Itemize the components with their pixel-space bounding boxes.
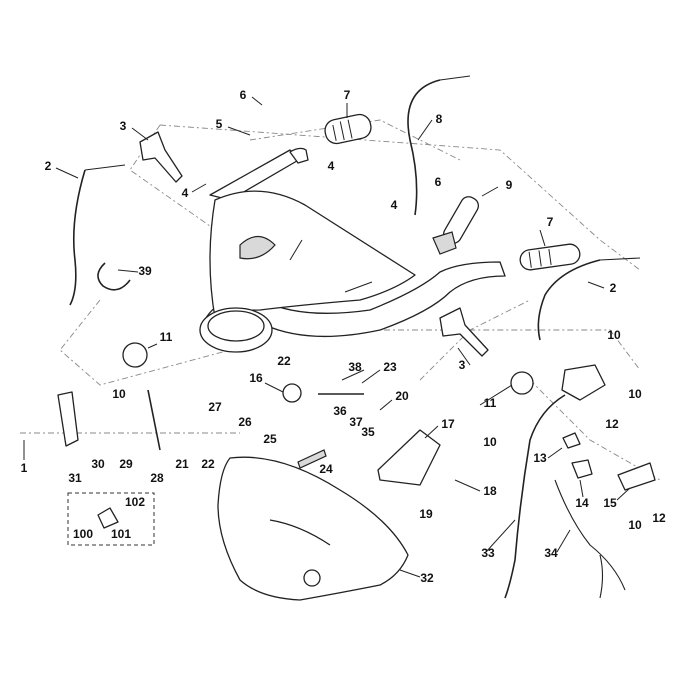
callout-9: 9 bbox=[506, 178, 513, 192]
callout-leaders bbox=[23, 96, 631, 578]
callout-22-left: 22 bbox=[201, 457, 215, 471]
knob-16 bbox=[282, 383, 302, 403]
callout-10-c: 10 bbox=[607, 328, 621, 342]
callout-4-left: 4 bbox=[182, 186, 189, 200]
shroud-32 bbox=[217, 456, 409, 601]
callout-18: 18 bbox=[483, 484, 497, 498]
callout-33: 33 bbox=[481, 546, 495, 560]
callout-23: 23 bbox=[383, 360, 397, 374]
callout-4-mid: 4 bbox=[391, 198, 398, 212]
callout-14: 14 bbox=[575, 496, 589, 510]
bracket-17 bbox=[377, 429, 441, 486]
callout-36: 36 bbox=[333, 404, 347, 418]
callout-101: 101 bbox=[111, 527, 131, 541]
callout-30: 30 bbox=[91, 457, 105, 471]
callout-15: 15 bbox=[603, 496, 617, 510]
callout-12-b: 12 bbox=[652, 511, 666, 525]
callout-6-right: 6 bbox=[435, 175, 442, 189]
callout-20: 20 bbox=[395, 389, 409, 403]
grip-7-right bbox=[519, 243, 581, 271]
callout-10-d: 10 bbox=[628, 387, 642, 401]
callout-6-top: 6 bbox=[240, 88, 247, 102]
callout-16: 16 bbox=[249, 371, 263, 385]
callout-4-top: 4 bbox=[328, 159, 335, 173]
kit-100-part bbox=[97, 507, 119, 529]
callout-17: 17 bbox=[441, 417, 455, 431]
callout-11-left: 11 bbox=[160, 330, 173, 344]
callout-10-b: 10 bbox=[483, 435, 497, 449]
lever-9-control bbox=[432, 231, 457, 255]
callout-26: 26 bbox=[238, 415, 252, 429]
callout-10-a: 10 bbox=[112, 387, 126, 401]
callout-12-a: 12 bbox=[605, 417, 619, 431]
callouts: 1 2 2 3 3 4 4 4 4 5 6 6 7 7 8 9 10 10 10… bbox=[21, 88, 666, 585]
callout-1: 1 bbox=[21, 461, 28, 475]
callout-27: 27 bbox=[208, 400, 222, 414]
callout-2-right: 2 bbox=[610, 281, 617, 295]
callout-28: 28 bbox=[150, 471, 164, 485]
callout-21: 21 bbox=[175, 457, 189, 471]
callout-35: 35 bbox=[361, 425, 375, 439]
lever-3-right bbox=[439, 307, 489, 357]
callout-2-left: 2 bbox=[45, 159, 52, 173]
callout-29: 29 bbox=[119, 457, 133, 471]
callout-100: 100 bbox=[73, 527, 93, 541]
callout-7-right: 7 bbox=[547, 215, 554, 229]
grip-7-top bbox=[324, 113, 372, 145]
callout-3-top: 3 bbox=[120, 119, 127, 133]
callout-7-top: 7 bbox=[344, 88, 351, 102]
knob-11-right bbox=[510, 371, 534, 395]
callout-22-top: 22 bbox=[277, 354, 291, 368]
callout-13: 13 bbox=[533, 451, 547, 465]
kit-100-box bbox=[67, 492, 155, 546]
callout-37: 37 bbox=[349, 415, 363, 429]
callout-24: 24 bbox=[319, 462, 333, 476]
callout-10-e: 10 bbox=[628, 518, 642, 532]
callout-102: 102 bbox=[125, 495, 145, 509]
callout-3-right: 3 bbox=[459, 358, 466, 372]
callout-5: 5 bbox=[216, 117, 223, 131]
bracket-31 bbox=[57, 391, 79, 447]
callout-31: 31 bbox=[68, 471, 82, 485]
callout-8: 8 bbox=[436, 112, 443, 126]
callout-19: 19 bbox=[419, 507, 433, 521]
knob-11-left bbox=[122, 342, 148, 368]
callout-32: 32 bbox=[420, 571, 434, 585]
callout-34: 34 bbox=[544, 546, 558, 560]
switch-assembly bbox=[561, 364, 656, 491]
callout-39: 39 bbox=[138, 264, 152, 278]
callout-38: 38 bbox=[348, 360, 362, 374]
rod-28 bbox=[147, 389, 161, 451]
spring-24 bbox=[297, 449, 327, 469]
callout-11-right: 11 bbox=[484, 396, 497, 410]
cables bbox=[69, 75, 641, 599]
handlebar bbox=[199, 147, 506, 353]
callout-25: 25 bbox=[263, 432, 277, 446]
lever-3-top bbox=[139, 131, 183, 183]
